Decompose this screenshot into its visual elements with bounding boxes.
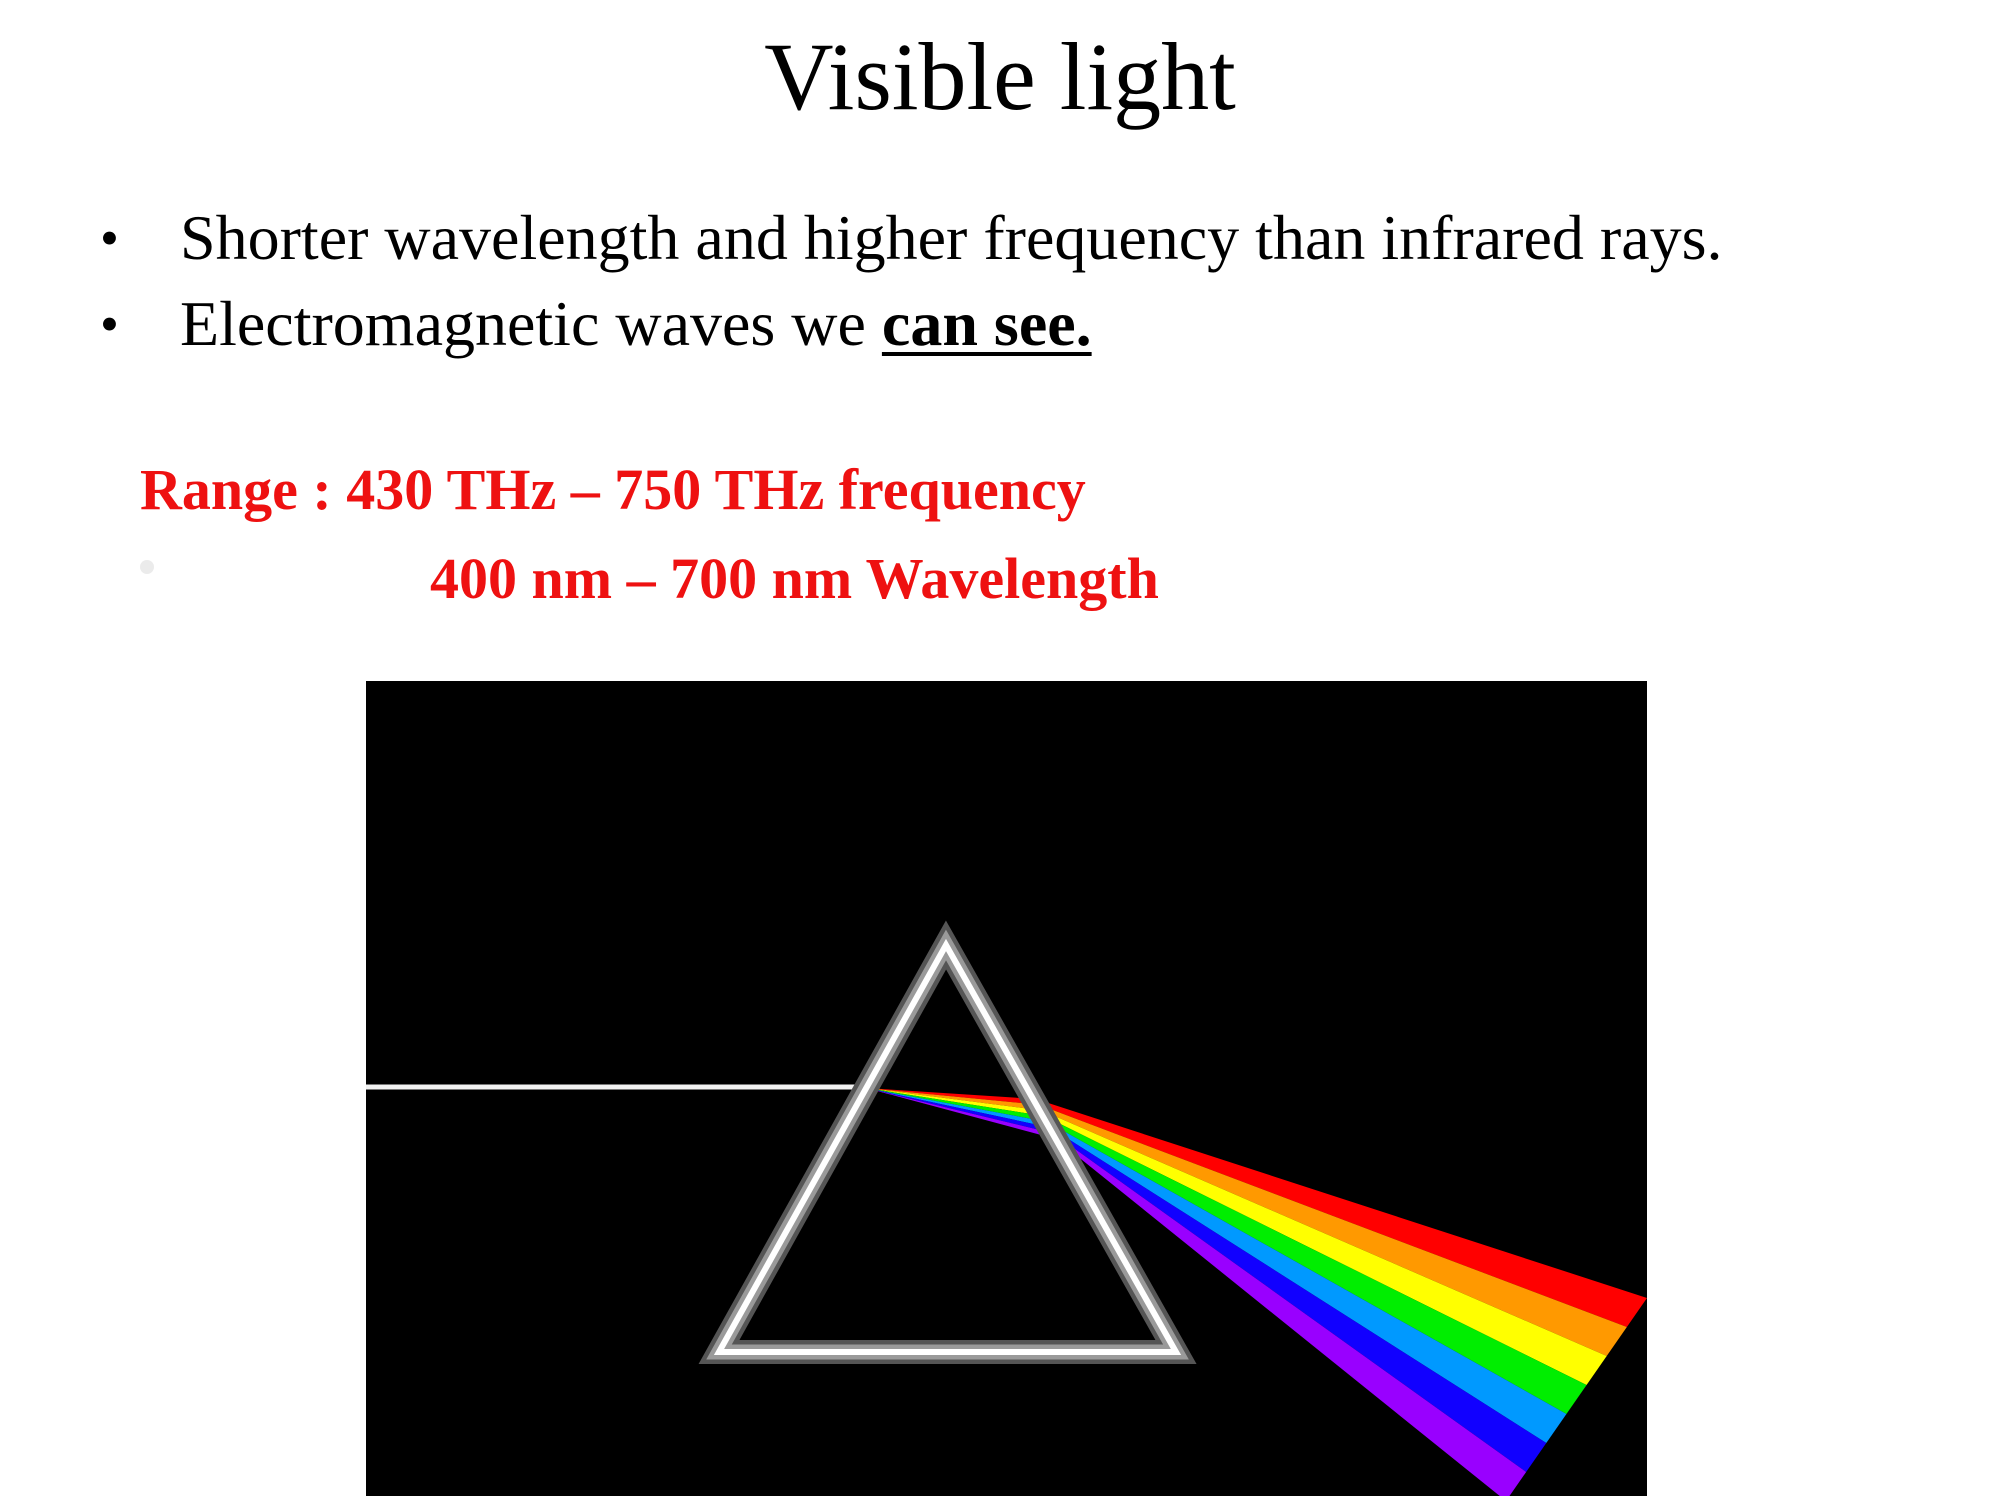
bullet-list: • Shorter wavelength and higher frequenc… [100,195,1723,367]
bullet-item-visibility: • Electromagnetic waves we can see. [100,281,1723,367]
bullet-text: Shorter wavelength and higher frequency … [180,202,1723,273]
spectrum-band-violet [1053,1133,1527,1496]
slide-title: Visible light [764,23,1236,130]
frequency-range: Range : 430 THz – 750 THz frequency [140,457,1086,522]
spectrum-band-inner-indigo [866,1088,1054,1134]
spectrum-band-inner-violet [866,1088,1056,1139]
spectrum-band-green [1044,1116,1587,1414]
bullet-marker: • [100,294,119,354]
prism [698,920,1197,1364]
spectrum-band-indigo [1050,1127,1547,1472]
bullet-text: Electromagnetic waves we [180,288,882,359]
spectrum-band-yellow [1041,1110,1607,1385]
bullet-emphasis: can see. [881,288,1092,359]
spectrum-bands [866,1088,1647,1496]
prism-dispersion-figure [366,681,1647,1496]
spectrum-band-orange [1038,1104,1627,1356]
bullet-marker: • [100,208,119,268]
bullet-item-wavelength: • Shorter wavelength and higher frequenc… [100,195,1723,281]
spectrum-band-blue [1047,1121,1567,1443]
spectrum-band-red [1036,1099,1647,1327]
faint-bullet-marker [140,560,154,574]
wavelength-range: 400 nm – 700 nm Wavelength [430,546,1159,611]
